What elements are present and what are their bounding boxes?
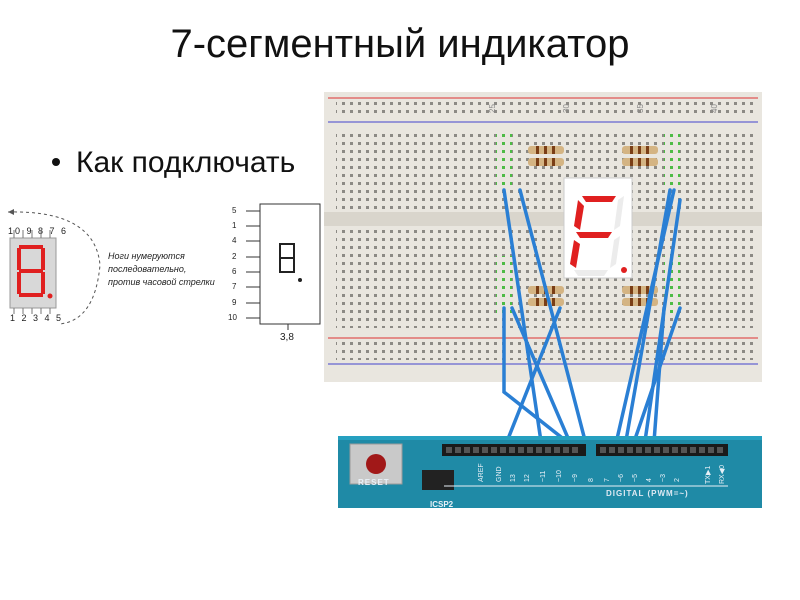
sch-pin: 9 — [232, 298, 237, 307]
header-pin-label: 8 — [588, 478, 595, 482]
header-pin-label: ~11 — [540, 470, 547, 482]
header-pin-label: TX▶1 — [705, 465, 712, 484]
header-pin-label: 4 — [646, 478, 653, 482]
header-pin-label: 13 — [510, 474, 517, 482]
header-pin-label: GND — [496, 466, 503, 482]
header-pin-label: AREF — [478, 463, 485, 482]
header-pin-label: ~5 — [632, 474, 639, 482]
column-number: 40 — [709, 104, 719, 113]
header-pin-label: ~10 — [556, 470, 563, 482]
top-pin-numbers: 10 9 8 7 6 — [8, 226, 69, 236]
column-number: 25 — [487, 104, 497, 113]
column-number: 30 — [561, 104, 571, 113]
header-pin-label: ~6 — [618, 474, 625, 482]
sch-pin: 2 — [232, 252, 237, 261]
bullet-dot — [52, 158, 60, 167]
pinout-note: Ноги нумеруются последовательно, против … — [108, 251, 215, 287]
header-pin-label: 7 — [604, 478, 611, 482]
bullet-item: Как подключать — [52, 146, 295, 180]
pinout-drawing — [7, 209, 101, 325]
breadboard-arduino-illustration — [324, 92, 762, 508]
sch-pin: 7 — [232, 282, 237, 291]
header-pin-label: 2 — [674, 478, 681, 482]
reset-label: RESET — [358, 478, 390, 487]
sch-pin: 10 — [228, 313, 237, 322]
sch-pin: 1 — [232, 221, 237, 230]
sch-pin: 4 — [232, 236, 237, 245]
bottom-pin-numbers: 1 2 3 4 5 — [10, 313, 64, 323]
bullet-text: Как подключать — [76, 146, 296, 179]
sch-pin: 6 — [232, 267, 237, 276]
header-pin-label: 12 — [524, 474, 531, 482]
header-pin-label: ~9 — [572, 474, 579, 482]
column-number: 35 — [635, 104, 645, 113]
digital-header-label: DIGITAL (PWM=~) — [606, 489, 689, 498]
schematic-drawing — [246, 203, 321, 330]
header-pin-label: RX◀0 — [719, 464, 726, 484]
slide-title: 7-сегментный индикатор — [170, 22, 630, 66]
header-pin-label: ~3 — [660, 474, 667, 482]
sch-pin: 5 — [232, 206, 237, 215]
icsp-label: ICSP2 — [430, 500, 454, 509]
sch-common-pins: 3,8 — [280, 332, 294, 343]
